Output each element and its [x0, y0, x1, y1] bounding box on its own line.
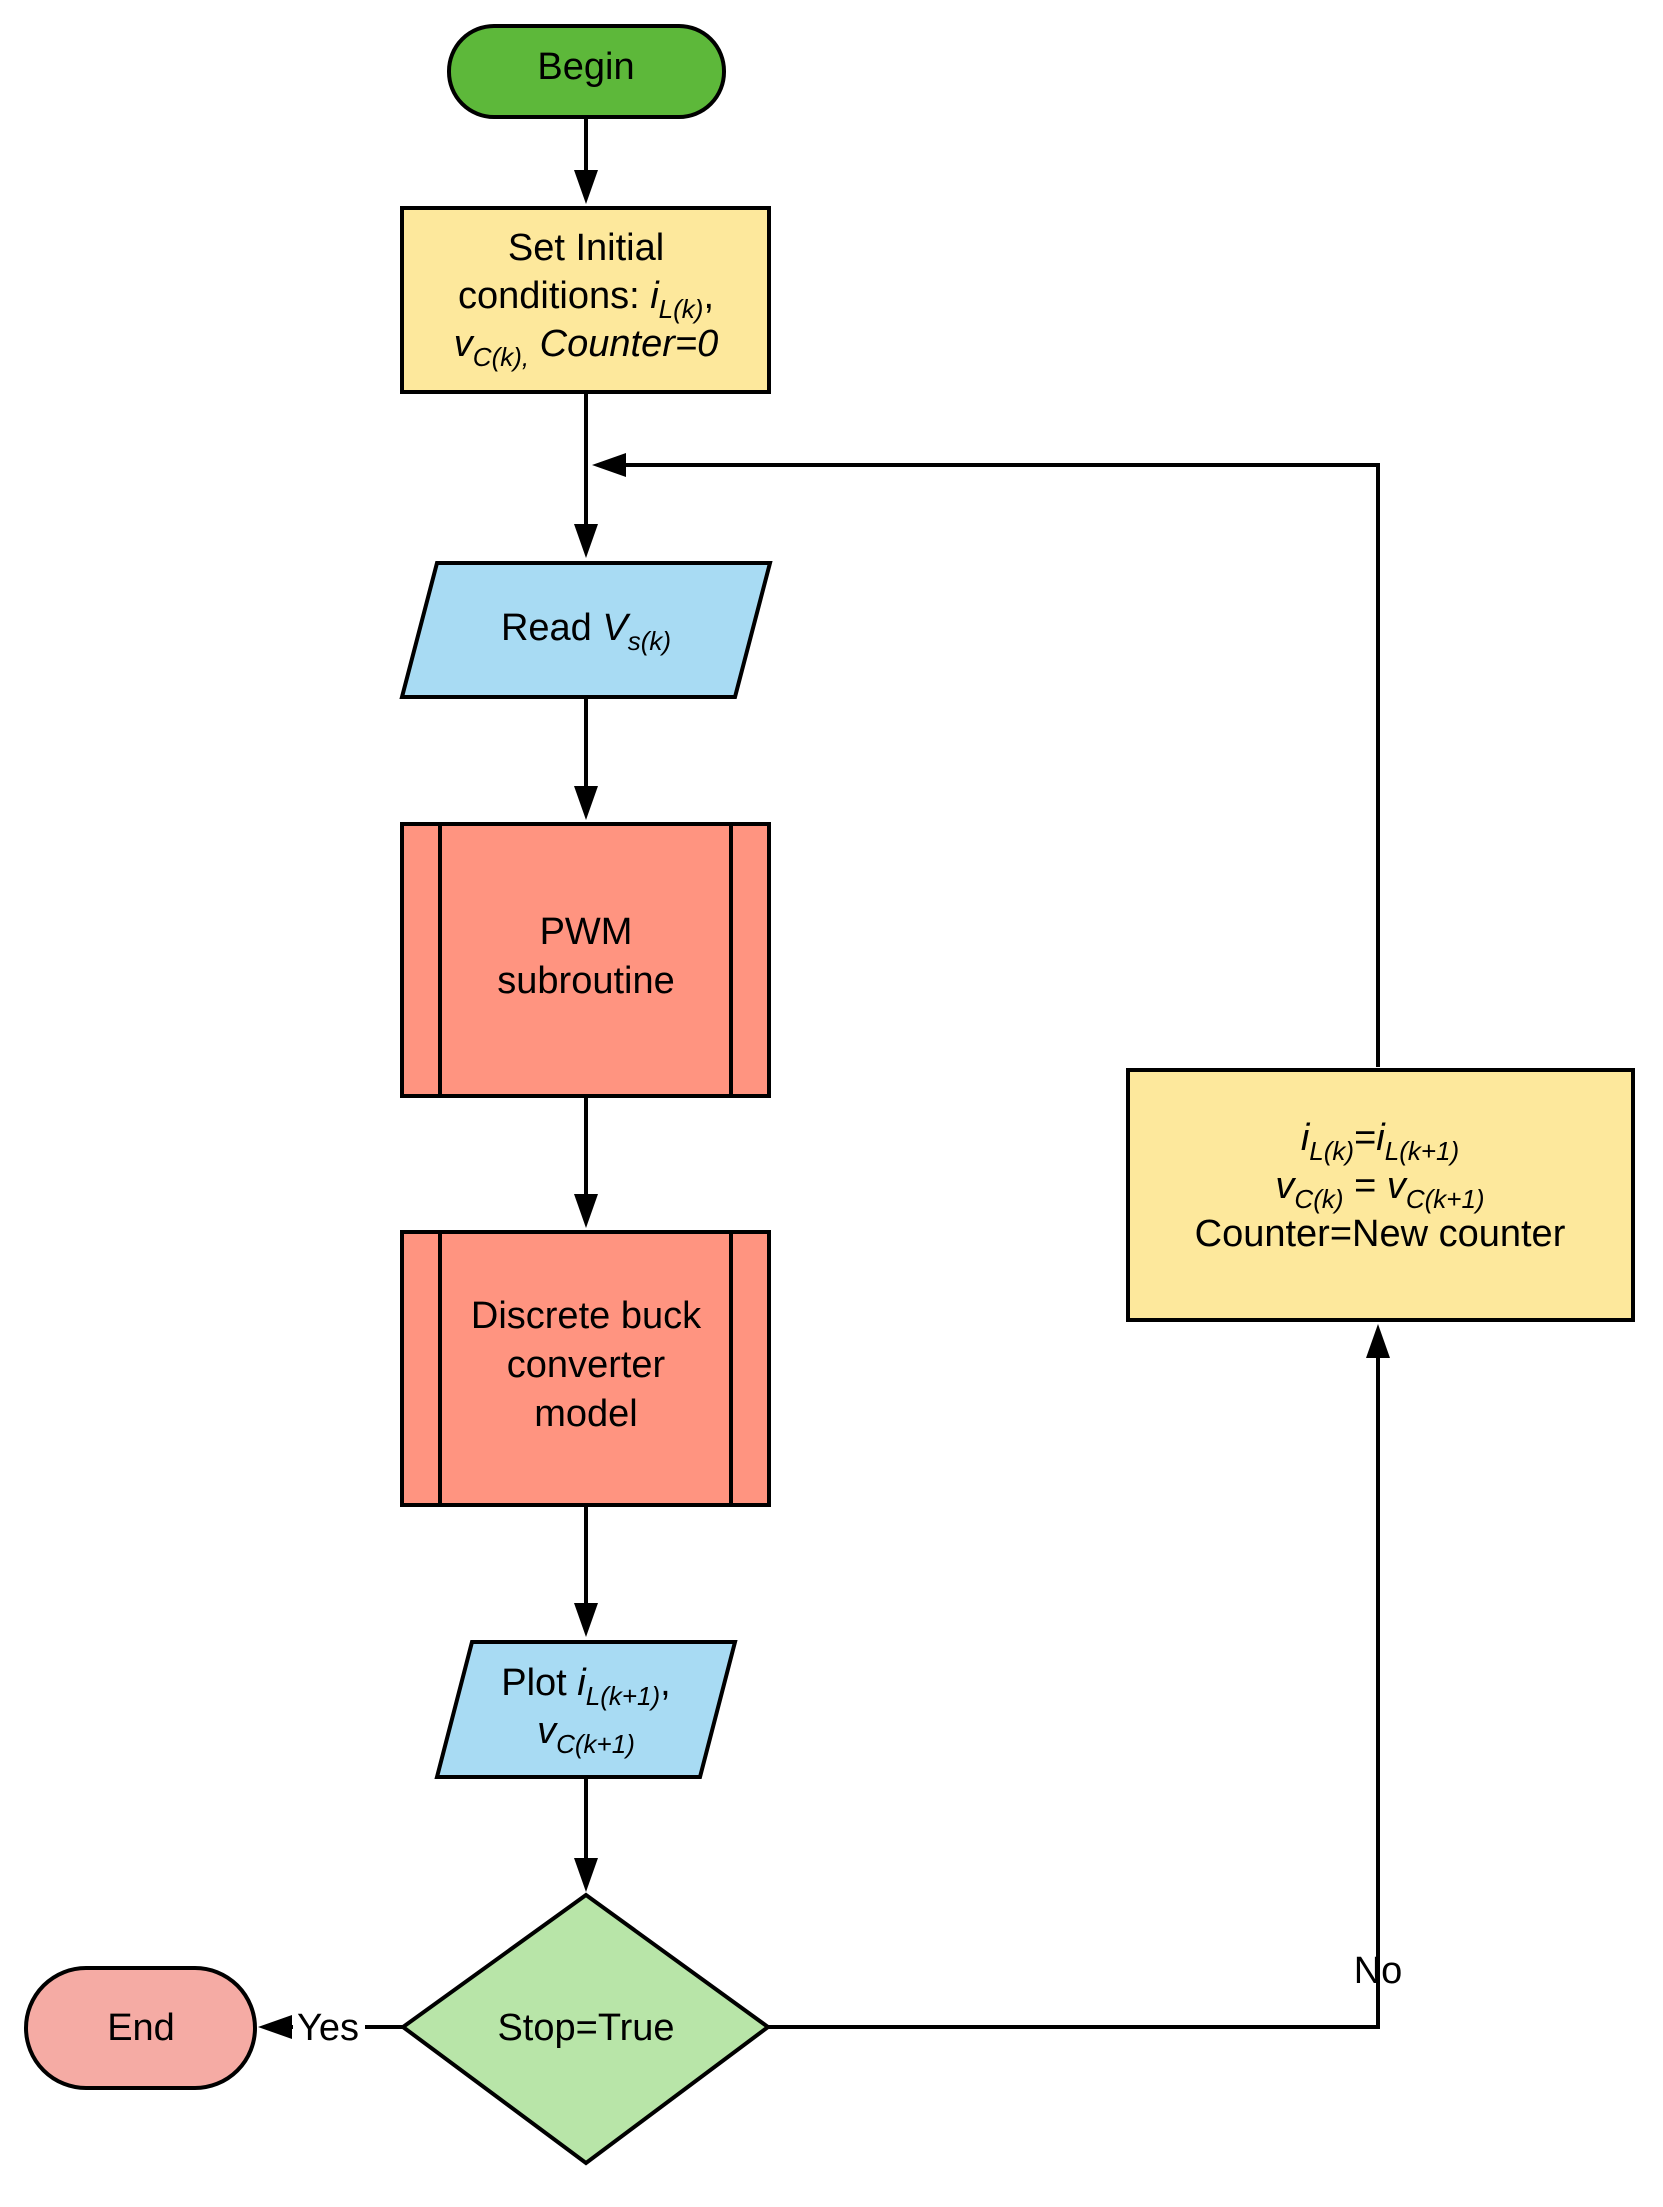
update-l1-var-a: i — [1301, 1117, 1311, 1159]
edge-update-loop — [626, 463, 1380, 1067]
decision-label: Stop=True — [497, 2007, 674, 2049]
update-l1-var-b: i — [1376, 1117, 1386, 1159]
end-terminal: End — [24, 1966, 257, 2090]
update-shape — [1126, 1068, 1635, 1322]
model-line1: Discrete buck — [471, 1295, 702, 1337]
init-line3-sub: C(k), — [473, 342, 529, 372]
update-l2-eq: = — [1344, 1165, 1387, 1207]
model-line3: model — [534, 1393, 638, 1435]
plot-var1: i — [577, 1662, 587, 1704]
arrowhead-loop — [592, 453, 626, 477]
init-line2: conditions: iL(k), — [458, 275, 714, 324]
plot-prefix: Plot — [501, 1662, 577, 1704]
update-l2-sub-a: C(k) — [1294, 1184, 1343, 1214]
init-line2-suffix: , — [703, 275, 714, 317]
pwm-subroutine: PWM subroutine — [400, 822, 771, 1098]
arrowhead-decision — [574, 1858, 598, 1892]
update-l2-var-b: v — [1387, 1165, 1408, 1207]
plot-sep: , — [660, 1662, 671, 1704]
begin-terminal: Begin — [447, 24, 726, 119]
plot-line2: vC(k+1) — [537, 1710, 635, 1759]
model-shape — [400, 1230, 771, 1507]
update-l2-var-a: v — [1275, 1165, 1296, 1207]
arrowhead-update — [1366, 1324, 1390, 1358]
plot-output: Plot iL(k+1), vC(k+1) — [434, 1640, 738, 1779]
read-prefix: Read — [501, 607, 602, 649]
end-label: End — [107, 2007, 175, 2049]
pwm-shape — [400, 822, 771, 1098]
read-label: Read Vs(k) — [501, 607, 671, 656]
pwm-line1: PWM — [540, 911, 633, 953]
plot-shape — [434, 1640, 738, 1779]
init-line2-prefix: conditions: — [458, 275, 650, 317]
read-input: Read Vs(k) — [399, 561, 773, 699]
init-line3-var: v — [454, 323, 475, 365]
arrowhead-init — [574, 170, 598, 204]
edge-decision-update — [768, 1358, 1380, 2029]
update-process: iL(k)=iL(k+1) vC(k) = vC(k+1) Counter=Ne… — [1126, 1068, 1635, 1322]
arrowhead-plot — [574, 1603, 598, 1637]
plot-sub2: C(k+1) — [556, 1729, 635, 1759]
update-l1-eq: = — [1354, 1117, 1376, 1159]
update-l1-sub-a: L(k) — [1309, 1136, 1354, 1166]
update-l2-sub-b: C(k+1) — [1406, 1184, 1485, 1214]
update-line2: vC(k) = vC(k+1) — [1275, 1165, 1484, 1214]
decision-shape — [399, 1892, 772, 2166]
init-line3-rest: Counter=0 — [529, 323, 718, 365]
arrowhead-model — [574, 1194, 598, 1228]
arrowhead-read — [574, 524, 598, 558]
begin-shape — [447, 24, 726, 119]
arrowhead-end — [258, 2015, 292, 2039]
init-line3: vC(k), Counter=0 — [454, 323, 718, 372]
read-sub: s(k) — [628, 626, 671, 656]
begin-label: Begin — [537, 46, 634, 88]
plot-line1: Plot iL(k+1), — [501, 1662, 670, 1711]
init-line2-sub: L(k) — [659, 294, 704, 324]
read-shape — [399, 561, 773, 699]
update-l1-sub-b: L(k+1) — [1385, 1136, 1459, 1166]
pwm-line2: subroutine — [497, 960, 674, 1002]
end-shape — [24, 1966, 257, 2090]
yes-label: Yes — [297, 2007, 359, 2049]
init-process: Set Initial conditions: iL(k), vC(k), Co… — [400, 206, 771, 394]
no-label: No — [1354, 1950, 1403, 1992]
stop-decision: Stop=True — [399, 1892, 772, 2166]
update-line3: Counter=New counter — [1195, 1213, 1566, 1255]
init-line1: Set Initial — [508, 227, 664, 269]
arrowhead-pwm — [574, 786, 598, 820]
read-var: V — [602, 607, 631, 649]
init-line2-var: i — [650, 275, 660, 317]
model-subroutine: Discrete buck converter model — [400, 1230, 771, 1507]
plot-var2: v — [537, 1710, 558, 1752]
init-shape — [400, 206, 771, 394]
plot-sub1: L(k+1) — [586, 1681, 660, 1711]
yes-label-bg — [293, 2007, 365, 2049]
update-line1: iL(k)=iL(k+1) — [1301, 1117, 1459, 1166]
model-line2: converter — [507, 1344, 666, 1386]
